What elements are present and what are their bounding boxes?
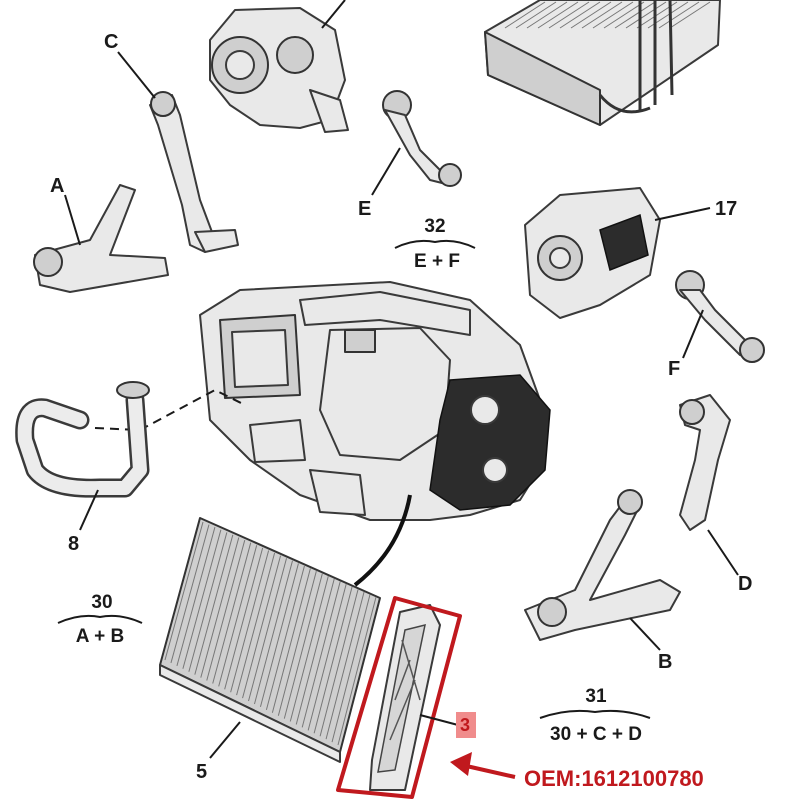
callout-8: 8 <box>68 533 79 555</box>
callout-f: F <box>668 358 680 380</box>
actuator-17: 17 <box>524 187 737 319</box>
group-32-members: E + F <box>414 251 460 272</box>
group-31-number: 31 <box>585 686 607 707</box>
oem-label: OEM:1612100780 <box>524 766 704 791</box>
red-arrow-icon <box>461 763 516 779</box>
callout-3: 3 <box>460 715 470 735</box>
callout-d: D <box>738 573 752 595</box>
callout-17: 17 <box>715 198 737 220</box>
highlighted-part-3: 3 <box>336 596 476 799</box>
group-30-members: A + B <box>76 626 124 647</box>
callout-c: C <box>104 31 118 53</box>
curve-connector <box>353 494 412 587</box>
lever-d: D <box>679 394 752 595</box>
lever-b: B <box>524 489 681 673</box>
label-3-box <box>456 712 476 738</box>
drain-hose-8: 8 <box>15 381 150 555</box>
group-32-number: 32 <box>424 216 445 237</box>
group-30: 30 A + B <box>57 592 143 647</box>
linkage-f: F <box>668 270 765 380</box>
cabin-filter-5: 5 <box>159 517 381 783</box>
group-32: 32 E + F <box>394 216 476 272</box>
dashed-connector <box>94 388 246 432</box>
hvac-housing <box>199 281 551 521</box>
group-30-number: 30 <box>91 592 112 613</box>
group-31-members: 30 + C + D <box>550 724 642 745</box>
linkage-e: E <box>358 90 462 220</box>
lever-c: C <box>104 31 239 253</box>
callout-a: A <box>50 175 64 197</box>
blower-housing <box>209 0 349 133</box>
callout-e: E <box>358 198 371 220</box>
highlight-frame <box>336 596 462 799</box>
callout-5: 5 <box>196 761 207 783</box>
callout-b: B <box>658 651 672 673</box>
group-31: 31 30 + C + D <box>539 686 651 745</box>
lever-a: A <box>33 175 169 293</box>
oem-callout: OEM:1612100780 <box>450 752 704 791</box>
heater-core <box>484 0 721 126</box>
